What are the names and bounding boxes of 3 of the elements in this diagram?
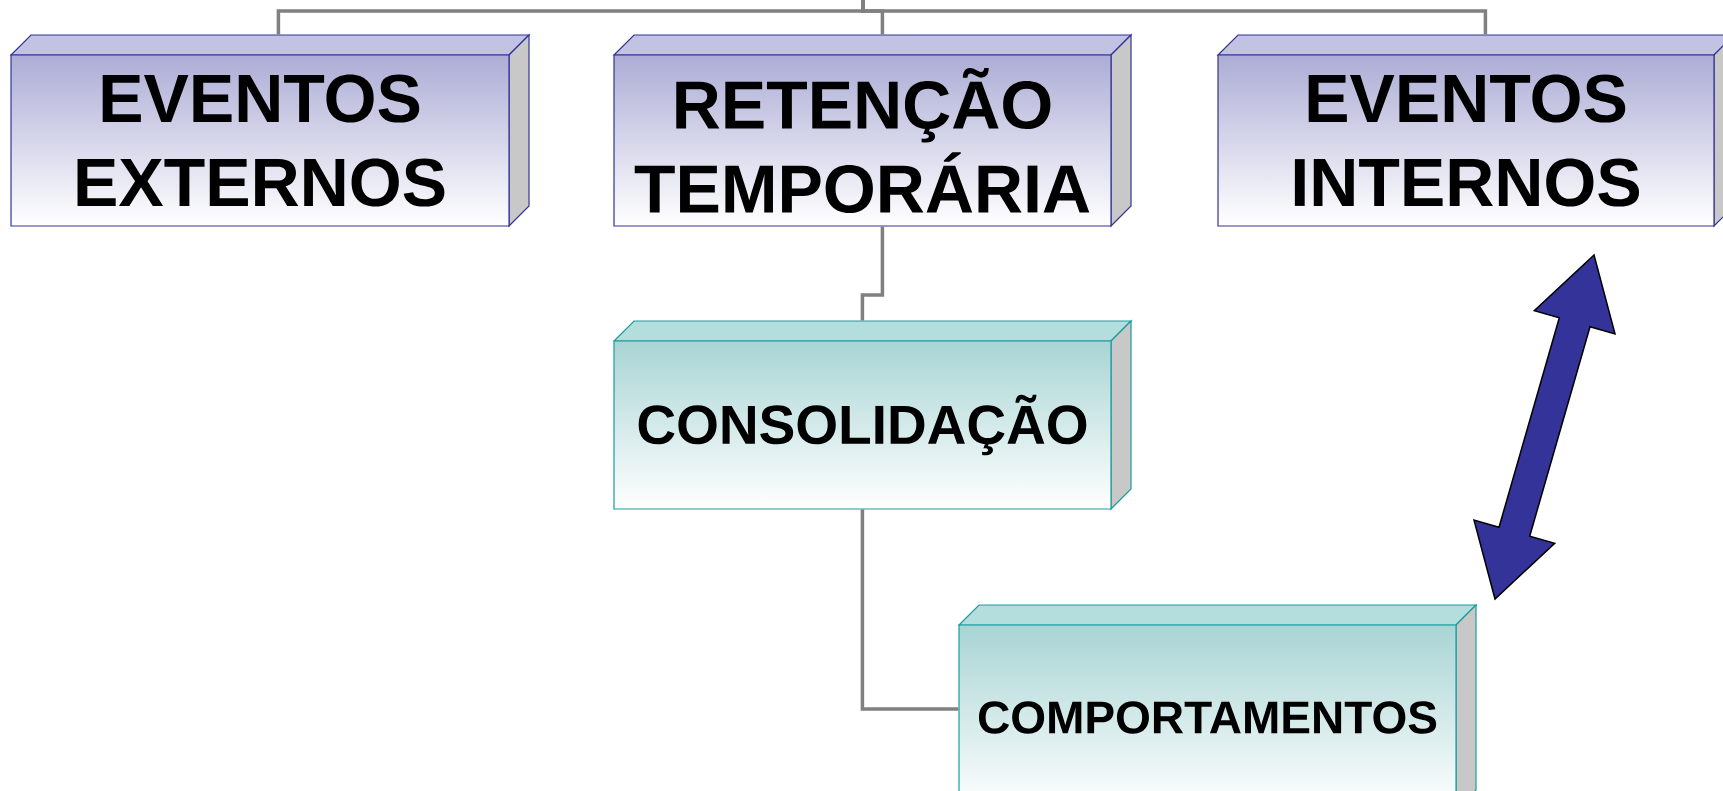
connector-line bbox=[860, 509, 959, 711]
connector-line bbox=[861, 0, 1488, 35]
connector-line bbox=[860, 226, 885, 321]
